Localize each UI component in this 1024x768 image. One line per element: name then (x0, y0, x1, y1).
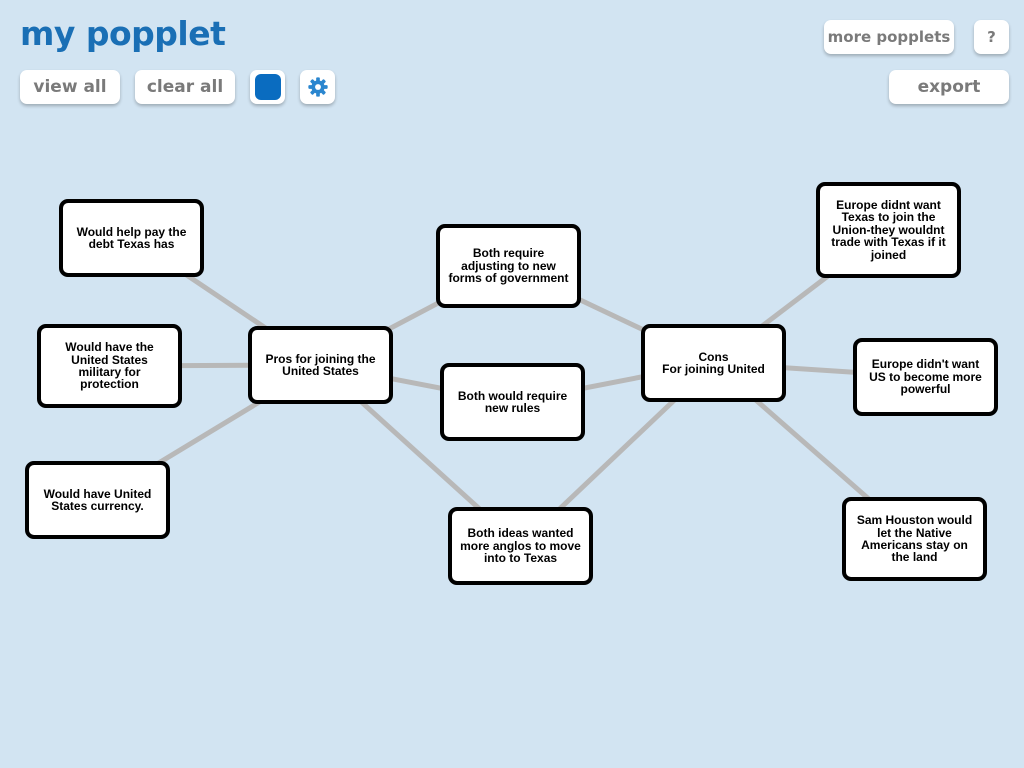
popple-adjust[interactable]: Both require adjusting to new forms of g… (436, 224, 581, 308)
export-label: export (917, 77, 981, 97)
help-label: ? (987, 28, 996, 46)
popple-anglos[interactable]: Both ideas wanted more anglos to move in… (448, 507, 593, 585)
help-button[interactable]: ? (974, 20, 1009, 54)
gear-icon (307, 77, 328, 97)
popple-cons[interactable]: Cons For joining United (641, 324, 786, 402)
popple-military[interactable]: Would have the United States military fo… (37, 324, 182, 408)
popple-rules[interactable]: Both would require new rules (440, 363, 585, 441)
popple-houston[interactable]: Sam Houston would let the Native America… (842, 497, 987, 581)
popple-pros[interactable]: Pros for joining the United States (248, 326, 393, 404)
popple-debt[interactable]: Would help pay the debt Texas has (59, 199, 204, 277)
popple-europe-power[interactable]: Europe didn't want US to become more pow… (853, 338, 998, 416)
popple-europe-trade[interactable]: Europe didnt want Texas to join the Unio… (816, 182, 961, 278)
view-all-label: view all (33, 77, 107, 97)
color-swatch (254, 74, 281, 100)
export-button[interactable]: export (889, 70, 1009, 104)
clear-all-button[interactable]: clear all (135, 70, 235, 104)
more-popplets-label: more popplets (827, 28, 951, 46)
clear-all-label: clear all (146, 77, 224, 97)
color-picker-button[interactable] (250, 70, 285, 104)
view-all-button[interactable]: view all (20, 70, 120, 104)
app-title: my popplet (20, 14, 226, 53)
settings-button[interactable] (300, 70, 335, 104)
popple-currency[interactable]: Would have United States currency. (25, 461, 170, 539)
more-popplets-button[interactable]: more popplets (824, 20, 954, 54)
